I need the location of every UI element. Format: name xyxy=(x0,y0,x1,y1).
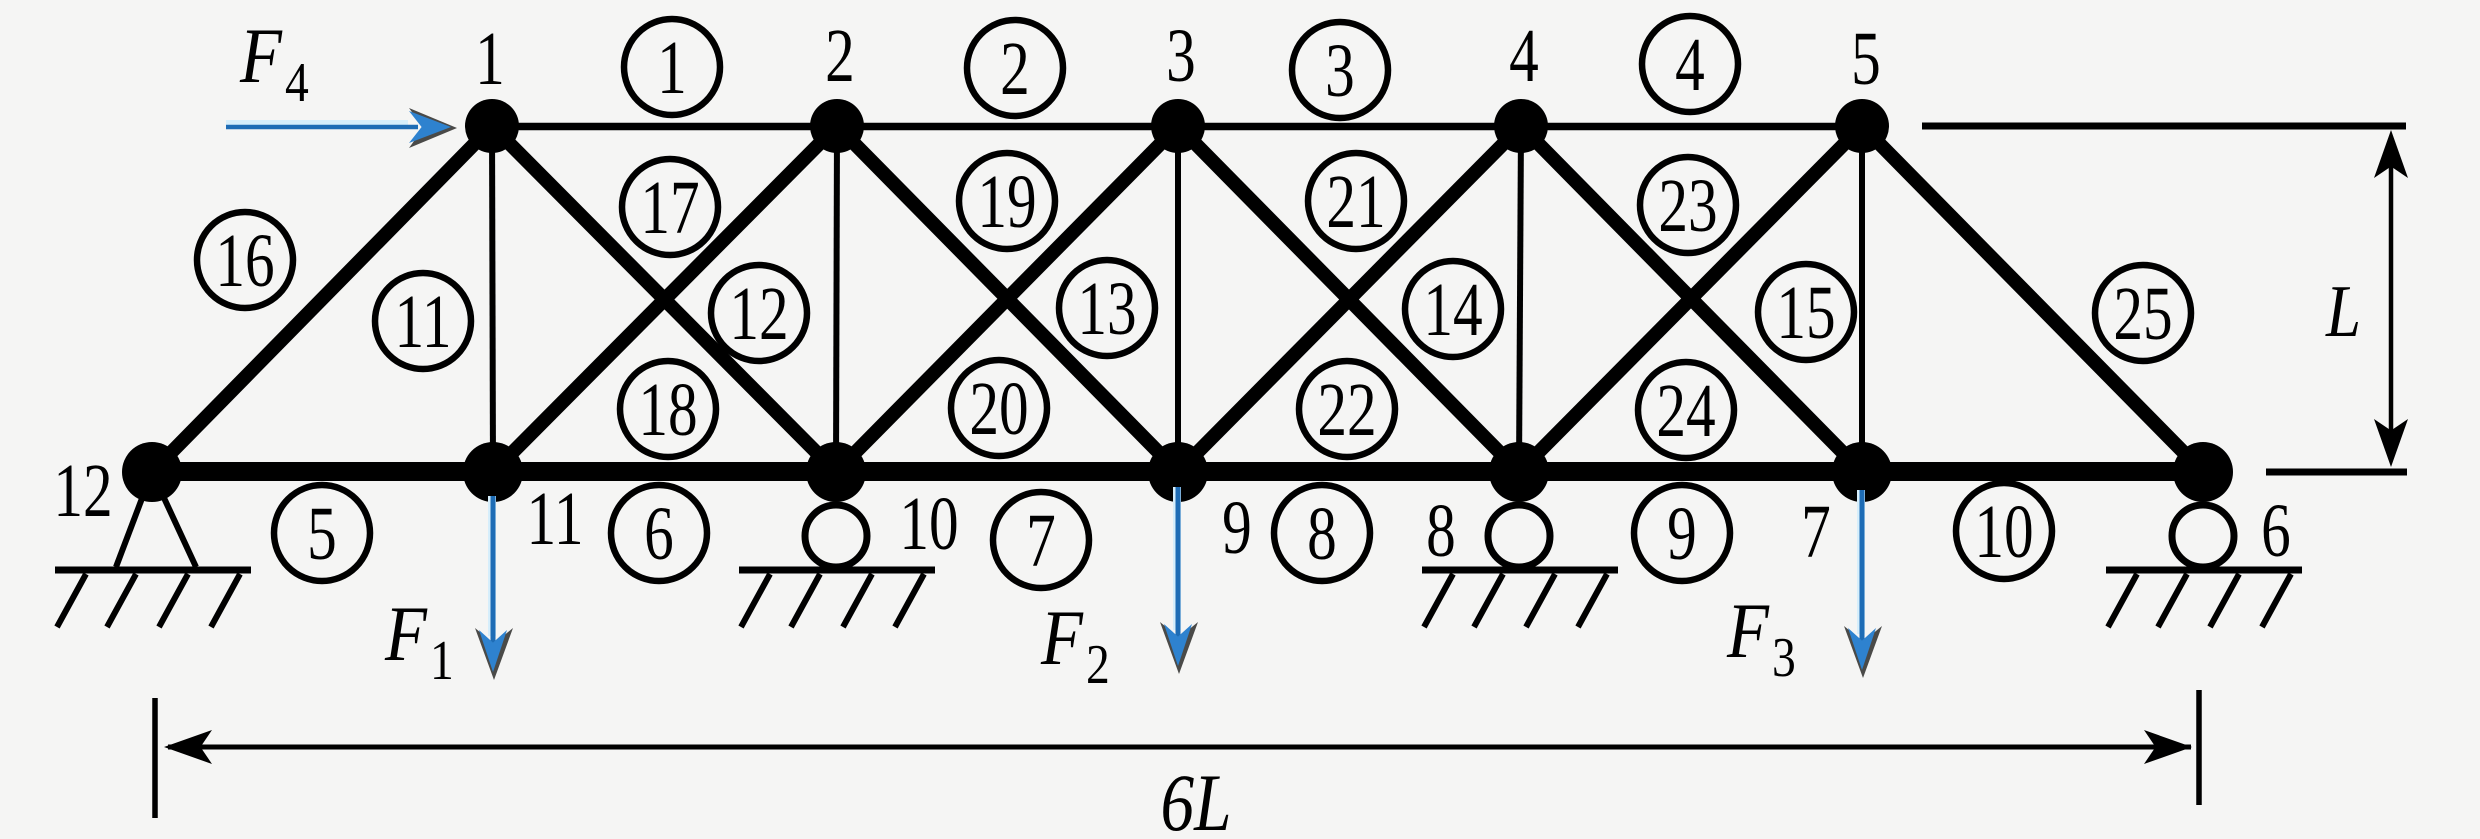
svg-text:11: 11 xyxy=(526,476,583,561)
svg-text:2: 2 xyxy=(1086,635,1110,696)
svg-text:2: 2 xyxy=(1000,26,1030,111)
svg-text:1: 1 xyxy=(430,631,454,692)
svg-text:15: 15 xyxy=(1776,270,1835,355)
svg-text:1: 1 xyxy=(657,25,687,110)
svg-text:4: 4 xyxy=(1509,13,1539,98)
svg-text:2: 2 xyxy=(825,13,855,98)
svg-text:22: 22 xyxy=(1317,367,1376,452)
svg-text:5: 5 xyxy=(1851,16,1881,101)
svg-text:3: 3 xyxy=(1772,628,1796,689)
svg-text:F: F xyxy=(1040,595,1084,681)
svg-text:6L: 6L xyxy=(1160,758,1231,839)
svg-text:4: 4 xyxy=(285,53,309,114)
svg-text:L: L xyxy=(2325,270,2361,352)
svg-text:24: 24 xyxy=(1656,368,1715,453)
svg-text:16: 16 xyxy=(215,218,274,303)
svg-text:19: 19 xyxy=(977,159,1036,244)
svg-text:F: F xyxy=(384,591,428,677)
svg-text:6: 6 xyxy=(2261,488,2291,573)
svg-text:7: 7 xyxy=(1026,498,1056,583)
svg-text:7: 7 xyxy=(1801,489,1831,574)
svg-text:10: 10 xyxy=(899,481,958,566)
svg-text:14: 14 xyxy=(1423,267,1482,352)
svg-text:12: 12 xyxy=(53,448,112,533)
svg-text:9: 9 xyxy=(1667,491,1697,576)
svg-text:10: 10 xyxy=(1974,489,2033,574)
svg-text:1: 1 xyxy=(475,16,505,101)
svg-text:8: 8 xyxy=(1307,491,1337,576)
svg-text:4: 4 xyxy=(1675,22,1705,107)
svg-text:3: 3 xyxy=(1166,13,1196,98)
svg-text:23: 23 xyxy=(1658,163,1717,248)
svg-text:18: 18 xyxy=(638,367,697,452)
svg-text:5: 5 xyxy=(307,491,337,576)
svg-text:17: 17 xyxy=(640,165,699,250)
svg-text:11: 11 xyxy=(394,279,451,364)
svg-text:13: 13 xyxy=(1077,266,1136,351)
svg-text:12: 12 xyxy=(729,271,788,356)
svg-text:25: 25 xyxy=(2113,271,2172,356)
svg-text:8: 8 xyxy=(1426,488,1456,573)
svg-text:21: 21 xyxy=(1326,159,1385,244)
svg-text:F: F xyxy=(1726,588,1770,674)
svg-text:F: F xyxy=(239,13,283,99)
svg-text:20: 20 xyxy=(969,366,1028,451)
svg-text:6: 6 xyxy=(644,491,674,576)
svg-text:3: 3 xyxy=(1325,28,1355,113)
svg-text:9: 9 xyxy=(1222,485,1252,570)
